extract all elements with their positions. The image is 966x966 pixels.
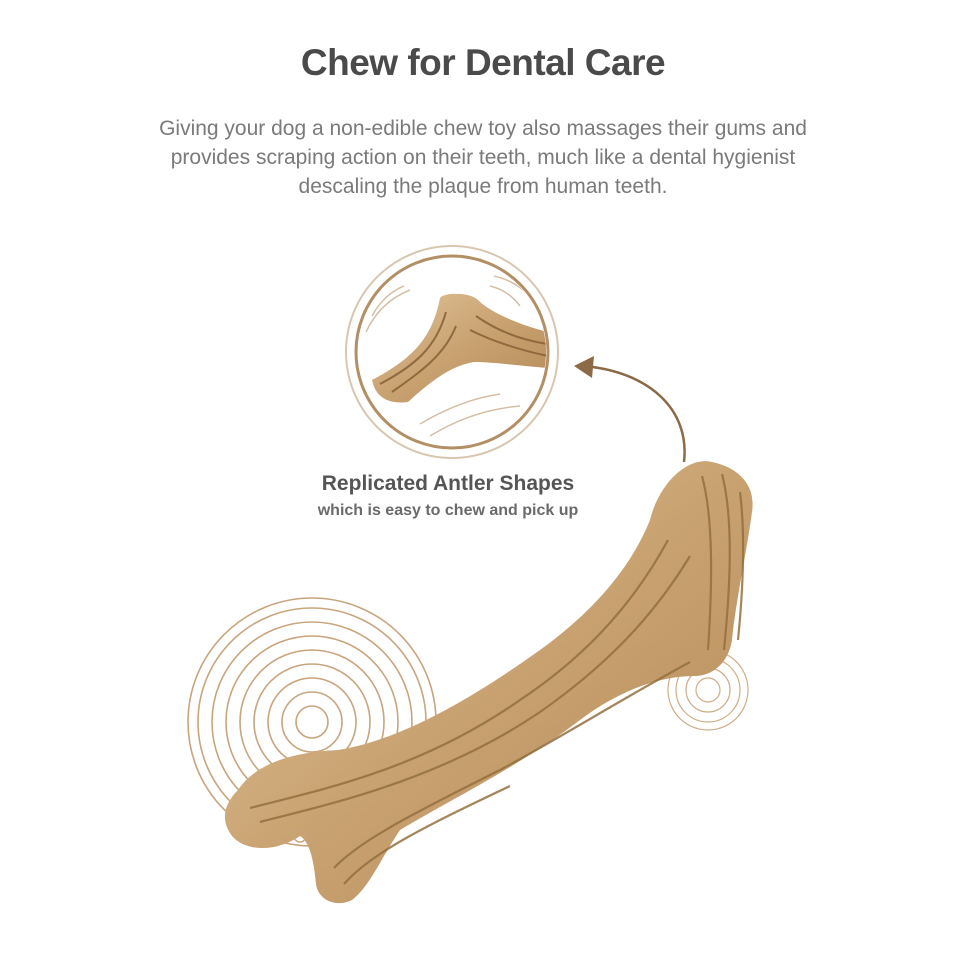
callout-subtitle: which is easy to chew and pick up [317,502,579,519]
callout-title: Replicated Antler Shapes [321,472,575,495]
description-text: Giving your dog a non-edible chew toy al… [159,117,807,198]
antler-chew-icon [224,461,753,904]
tree-ring-accent-icon [293,829,307,843]
curved-arrow-icon [574,356,686,463]
page-title: Chew for Dental Care [300,42,666,83]
zoom-detail-circle [345,245,559,459]
tree-rings-left-icon [187,597,437,847]
